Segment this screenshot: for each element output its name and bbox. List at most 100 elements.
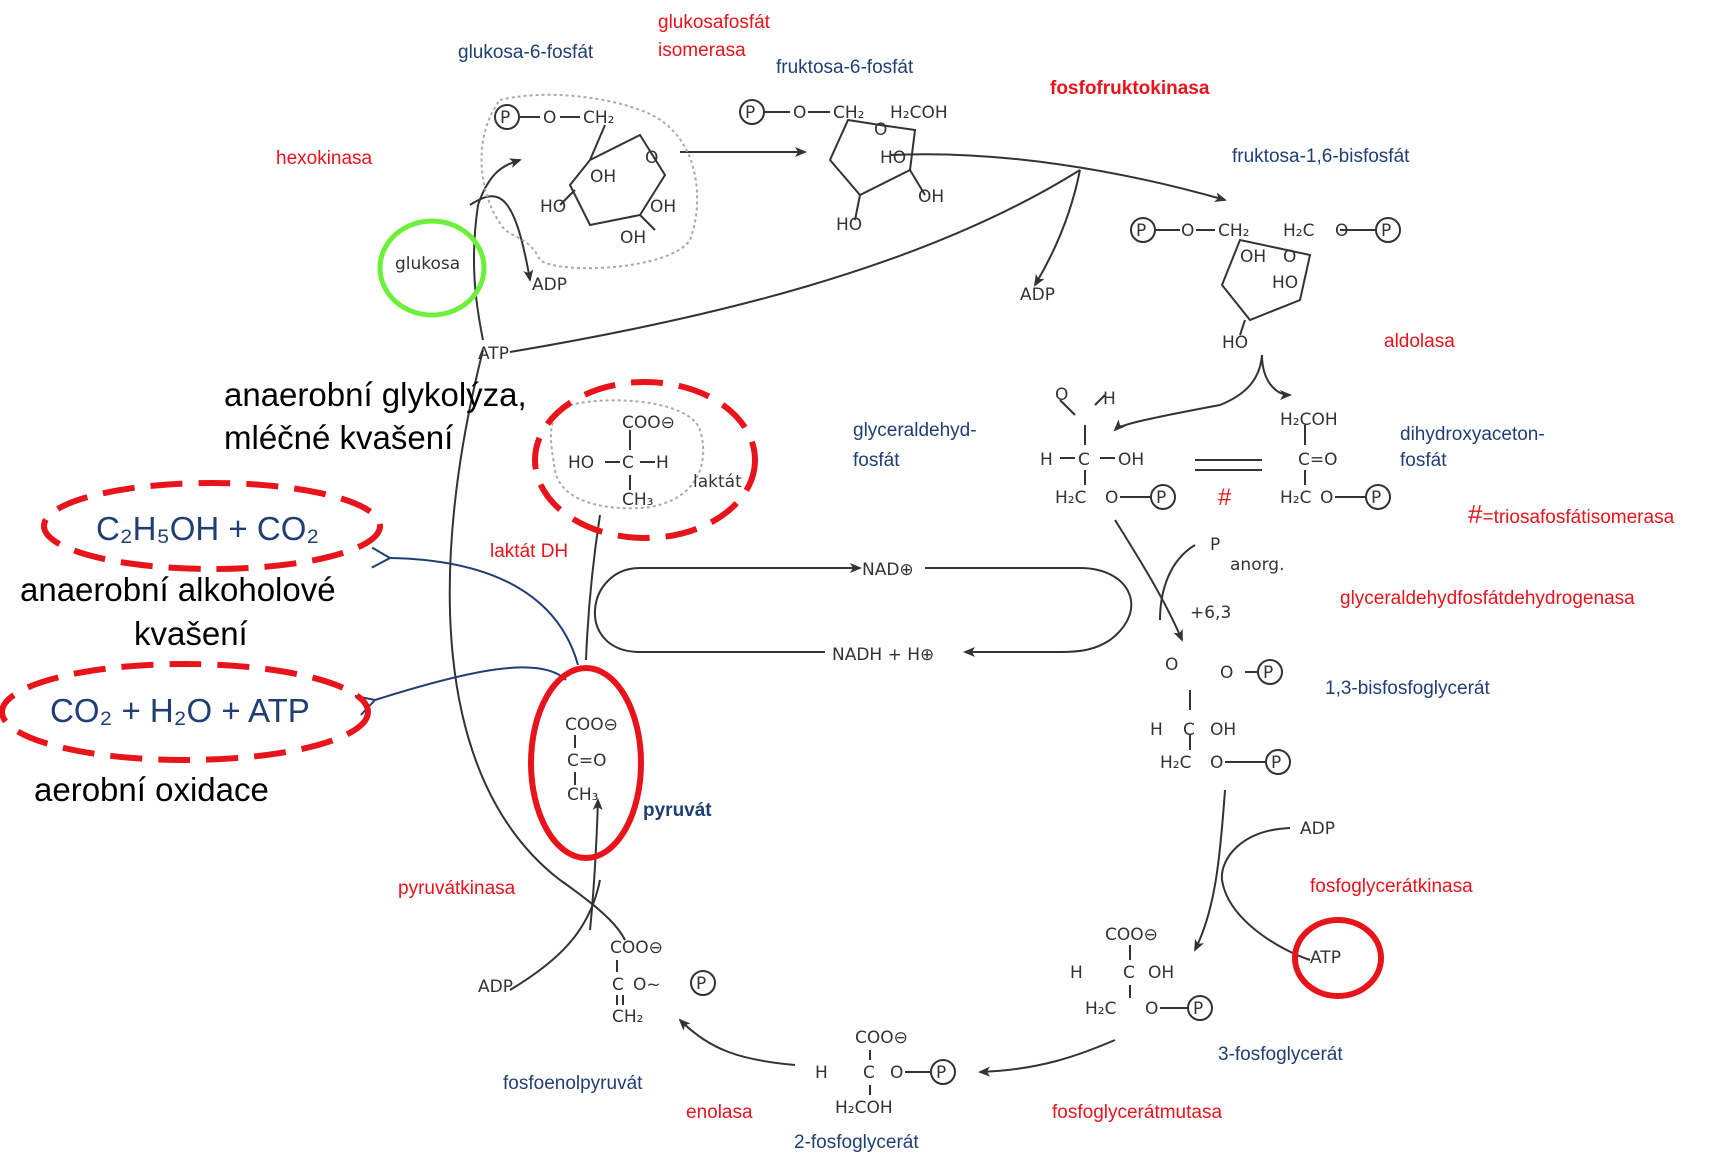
svg-text:COO⊖: COO⊖: [622, 413, 675, 433]
svg-text:P: P: [936, 1063, 946, 1083]
structure-1-3-bpg: [1189, 659, 1291, 775]
svg-text:O: O: [1181, 221, 1194, 241]
svg-text:ADP: ADP: [532, 275, 567, 295]
svg-text:OH: OH: [1148, 963, 1174, 983]
triose-text: =triosafosfátisomerasa: [1482, 507, 1675, 528]
label-alcohol-fermentation-1: anaerobní alkoholové: [20, 571, 336, 608]
label-phosphoglycerate-mutase: fosfoglycerátmutasa: [1052, 1102, 1223, 1123]
svg-text:HO: HO: [540, 197, 566, 217]
glucose-highlight: [377, 218, 487, 318]
svg-text:P: P: [1263, 663, 1273, 683]
svg-text:OH: OH: [1118, 450, 1144, 470]
label-fructose-6-phosphate: fruktosa-6-fosfát: [776, 57, 914, 78]
svg-text:HO: HO: [1272, 273, 1298, 293]
label-pyruvate-kinase: pyruvátkinasa: [398, 878, 516, 899]
svg-text:OH: OH: [1240, 247, 1266, 267]
svg-text:CH₃: CH₃: [567, 785, 598, 805]
svg-text:CH₂: CH₂: [612, 1007, 643, 1027]
svg-text:C: C: [1078, 450, 1090, 470]
svg-text:O: O: [1220, 663, 1233, 683]
svg-text:P: P: [1193, 999, 1203, 1019]
svg-text:HO: HO: [1222, 333, 1248, 353]
svg-text:O: O: [543, 108, 556, 128]
lactate-highlight: [532, 379, 758, 541]
label-3-pg: 3-fosfoglycerát: [1218, 1044, 1343, 1065]
pyruvate-highlight: [528, 665, 644, 861]
label-pep: fosfoenolpyruvát: [503, 1073, 643, 1094]
svg-text:H: H: [1150, 720, 1163, 740]
label-aldolase: aldolasa: [1384, 331, 1455, 352]
structure-3-pg: [1129, 945, 1213, 1021]
svg-text:O: O: [1165, 655, 1178, 675]
svg-text:HO: HO: [880, 148, 906, 168]
svg-text:O: O: [890, 1063, 903, 1083]
svg-text:CH₂: CH₂: [833, 103, 864, 123]
svg-text:O: O: [793, 103, 806, 123]
label-anaerobic-glycolysis-1: anaerobní glykolýza,: [224, 376, 527, 413]
svg-text:ATP: ATP: [478, 344, 509, 364]
label-isomerase-1: glukosafosfát: [658, 12, 770, 33]
svg-text:HO: HO: [836, 215, 862, 235]
label-2-pg: 2-fosfoglycerát: [794, 1132, 919, 1153]
label-hexokinase: hexokinasa: [276, 148, 373, 169]
label-dhap-line1: dihydroxyaceton-: [1400, 424, 1545, 445]
svg-text:H: H: [656, 453, 669, 473]
label-fructose-1-6-bisphosphate: fruktosa-1,6-bisfosfát: [1232, 146, 1410, 167]
label-glucose-6-phosphate: glukosa-6-fosfát: [458, 42, 594, 63]
highlights: [0, 218, 1384, 999]
svg-text:COO⊖: COO⊖: [610, 938, 663, 958]
svg-text:NAD⊕: NAD⊕: [862, 560, 914, 580]
svg-text:C=O: C=O: [1298, 450, 1338, 470]
product-arrows: [375, 558, 579, 700]
structure-2-pg: [869, 1050, 956, 1095]
svg-text:H: H: [1103, 389, 1116, 409]
formula-ethanol-co2: C₂H₅OH + CO₂: [96, 510, 320, 547]
svg-text:H: H: [1040, 450, 1053, 470]
svg-text:HO: HO: [568, 453, 594, 473]
svg-text:P: P: [1156, 488, 1166, 508]
svg-text:P: P: [1381, 221, 1391, 241]
svg-text:OH: OH: [918, 187, 944, 207]
svg-text:H₂C: H₂C: [1280, 488, 1311, 508]
svg-text:C: C: [1183, 720, 1195, 740]
formula-co2-h2o-atp: CO₂ + H₂O + ATP: [50, 692, 310, 729]
label-phosphoglycerate-kinase: fosfoglycerátkinasa: [1310, 876, 1473, 897]
svg-text:C: C: [612, 975, 624, 995]
label-gap-line1: glyceraldehyd-: [853, 420, 977, 441]
svg-text:+6,3: +6,3: [1190, 603, 1231, 623]
structure-pep: [616, 960, 716, 1005]
svg-text:P: P: [1371, 488, 1381, 508]
lactate-scan-label: laktát: [693, 472, 742, 492]
svg-text:glukosa: glukosa: [395, 254, 460, 274]
svg-text:O: O: [1335, 221, 1348, 241]
label-anaerobic-glycolysis-2: mléčné kvašení: [224, 419, 454, 456]
structure-fructose-1-6-bisphosphate: [1130, 217, 1401, 336]
svg-text:O: O: [1210, 753, 1223, 773]
svg-text:ADP: ADP: [1020, 285, 1055, 305]
label-hash: #: [1218, 484, 1232, 511]
svg-text:O: O: [645, 148, 658, 168]
label-gap-line2: fosfát: [853, 450, 900, 471]
label-alcohol-fermentation-2: kvašení: [134, 615, 248, 652]
svg-text:CH₂: CH₂: [1218, 221, 1249, 241]
ethanol-highlight: [41, 480, 383, 572]
structure-glucose-6-phosphate: [480, 93, 699, 270]
triose-mark: #: [1468, 499, 1483, 529]
svg-text:H₂C: H₂C: [1283, 221, 1314, 241]
label-gapdh: glyceraldehydfosfátdehydrogenasa: [1340, 588, 1635, 609]
label-enolase: enolasa: [686, 1102, 753, 1123]
label-aerobic-oxidation: aerobní oxidace: [34, 771, 269, 808]
svg-text:O: O: [1283, 247, 1296, 267]
structure-dhap: [1304, 425, 1391, 510]
label-phosphofructokinase: fosfofruktokinasa: [1050, 78, 1210, 99]
svg-text:C: C: [863, 1063, 875, 1083]
svg-text:C: C: [622, 453, 634, 473]
svg-text:H₂COH: H₂COH: [890, 103, 948, 123]
svg-text:C: C: [1123, 963, 1135, 983]
svg-text:H₂COH: H₂COH: [1280, 410, 1338, 430]
svg-text:O: O: [1145, 999, 1158, 1019]
svg-text:ADP: ADP: [478, 977, 513, 997]
label-lactate-dh: laktát DH: [490, 541, 569, 562]
label-isomerase-2: isomerasa: [658, 40, 746, 61]
